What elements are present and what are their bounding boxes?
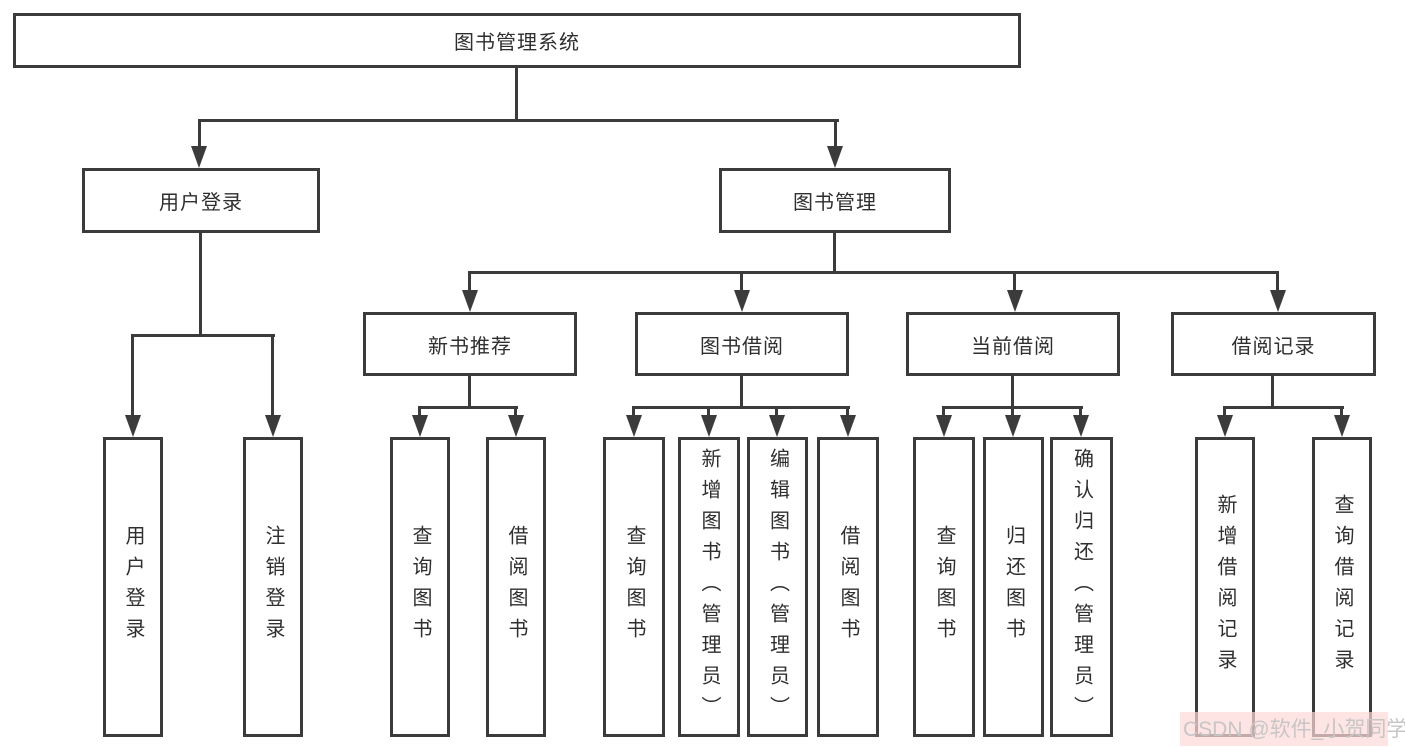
- node-new-book-recommend-label: 新书推荐: [428, 335, 512, 358]
- node-user-login-label: 用户登录: [159, 192, 243, 214]
- arrowhead-edit-books: [769, 415, 785, 437]
- leaf-return-books-label: 归还图书: [1002, 525, 1025, 649]
- arrowhead-new-book-recommend: [462, 290, 478, 312]
- leaf-borrow-books-recommend: 借阅图书: [486, 437, 546, 737]
- node-book-borrowing-label: 图书借阅: [700, 335, 784, 358]
- arrowhead-leaf-user-login: [125, 415, 141, 437]
- arrowhead-query-books-borrowing: [626, 415, 642, 437]
- connector-recommend-branch: [418, 406, 518, 409]
- arrowhead-borrow-books-borrowing: [840, 415, 856, 437]
- node-user-login: 用户登录: [82, 168, 320, 233]
- connector-stub-edit-books: [775, 406, 778, 418]
- arrowhead-user-login: [191, 146, 207, 168]
- node-borrowing-records: 借阅记录: [1171, 312, 1376, 376]
- connector-user-login-branch: [131, 334, 275, 337]
- node-book-borrowing: 图书借阅: [635, 312, 849, 376]
- connector-stub-new-book-recommend: [468, 271, 471, 295]
- leaf-query-books-recommend: 查询图书: [390, 437, 450, 737]
- connector-stub-query-borrow-record: [1340, 406, 1343, 418]
- connector-stub-current-borrowing: [1013, 271, 1016, 295]
- connector-stub-borrowing-records: [1276, 271, 1279, 295]
- connector-stub-book-borrowing: [740, 271, 743, 295]
- leaf-add-borrow-record: 新增借阅记录: [1195, 437, 1255, 737]
- arrowhead-add-borrow-record: [1217, 415, 1233, 437]
- arrowhead-query-books-recommend: [412, 415, 428, 437]
- connector-borrowing-trunk: [740, 374, 743, 408]
- connector-recommend-trunk: [468, 374, 471, 408]
- leaf-edit-books-admin-label: 编辑图书（管理员）: [766, 447, 789, 727]
- leaf-query-books-current-label: 查询图书: [933, 525, 955, 649]
- leaf-query-borrow-record: 查询借阅记录: [1312, 437, 1372, 737]
- leaf-logout-login: 注销登录: [243, 437, 303, 737]
- leaf-query-books-borrowing-label: 查询图书: [623, 525, 645, 649]
- connector-stub-leaf-user-login: [131, 334, 134, 420]
- connector-stub-leaf-logout: [271, 334, 274, 420]
- node-root-library-management-system: 图书管理系统: [13, 13, 1021, 68]
- arrowhead-query-borrow-record: [1334, 415, 1350, 437]
- arrowhead-confirm-return: [1073, 415, 1089, 437]
- node-new-book-recommend: 新书推荐: [363, 312, 577, 376]
- leaf-query-books-current: 查询图书: [913, 437, 975, 737]
- arrowhead-book-management: [827, 146, 843, 168]
- leaf-return-books: 归还图书: [983, 437, 1044, 737]
- leaf-borrow-books-borrowing: 借阅图书: [817, 437, 879, 737]
- arrowhead-borrow-books-recommend: [508, 415, 524, 437]
- connector-current-trunk: [1011, 374, 1014, 408]
- node-borrowing-records-label: 借阅记录: [1231, 335, 1316, 358]
- connector-stub-borrow-books-recommend: [514, 406, 517, 418]
- connector-borrowing-branch: [632, 406, 850, 409]
- node-root-label: 图书管理系统: [454, 32, 580, 54]
- leaf-add-borrow-record-label: 新增借阅记录: [1214, 494, 1236, 680]
- connector-level2-branch: [198, 119, 839, 122]
- node-current-borrowing: 当前借阅: [906, 312, 1120, 376]
- leaf-query-books-recommend-label: 查询图书: [409, 525, 431, 649]
- leaf-add-books-admin: 新增图书（管理员）: [678, 437, 740, 737]
- connector-stub-confirm-return: [1079, 406, 1082, 418]
- arrowhead-borrowing-records: [1270, 290, 1286, 312]
- connector-user-login-trunk: [199, 231, 202, 337]
- connector-records-trunk: [1271, 374, 1274, 408]
- arrowhead-book-borrowing: [734, 290, 750, 312]
- connector-root-trunk: [515, 66, 518, 121]
- leaf-borrow-books-recommend-label: 借阅图书: [505, 525, 527, 649]
- connector-stub-add-borrow-record: [1223, 406, 1226, 418]
- arrowhead-add-books: [701, 415, 717, 437]
- arrowhead-current-borrowing: [1007, 290, 1023, 312]
- leaf-query-books-borrowing: 查询图书: [603, 437, 665, 737]
- connector-stub-book-management: [834, 119, 837, 151]
- leaf-borrow-books-borrowing-label: 借阅图书: [837, 525, 859, 649]
- node-current-borrowing-label: 当前借阅: [971, 335, 1055, 358]
- leaf-confirm-return-admin-label: 确认归还（管理员）: [1070, 447, 1093, 727]
- arrowhead-return-books: [1005, 415, 1021, 437]
- connector-stub-user-login: [198, 119, 201, 151]
- leaf-add-books-admin-label: 新增图书（管理员）: [698, 447, 720, 727]
- leaf-logout-login-label: 注销登录: [262, 525, 284, 649]
- connector-level3-branch: [468, 271, 1279, 274]
- arrowhead-query-books-current: [936, 415, 952, 437]
- connector-stub-query-books-current: [942, 406, 945, 418]
- node-book-management-label: 图书管理: [793, 192, 877, 214]
- node-book-management: 图书管理: [719, 168, 951, 233]
- arrowhead-leaf-logout: [265, 415, 281, 437]
- leaf-user-login: 用户登录: [103, 437, 163, 737]
- watermark-text: CSDN @软件_小贺同学: [1183, 718, 1405, 741]
- leaf-edit-books-admin: 编辑图书（管理员）: [747, 437, 808, 737]
- connector-book-management-trunk: [833, 231, 836, 273]
- leaf-confirm-return-admin: 确认归还（管理员）: [1050, 437, 1113, 737]
- watermark-highlight: [1180, 712, 1388, 746]
- connector-stub-query-books-recommend: [418, 406, 421, 418]
- connector-stub-add-books: [707, 406, 710, 418]
- connector-stub-return-books: [1011, 406, 1014, 418]
- leaf-query-borrow-record-label: 查询借阅记录: [1331, 494, 1353, 680]
- connector-stub-query-books-borrowing: [632, 406, 635, 418]
- connector-records-branch: [1223, 406, 1344, 409]
- leaf-user-login-label: 用户登录: [122, 525, 144, 649]
- connector-stub-borrow-books-borrowing: [846, 406, 849, 418]
